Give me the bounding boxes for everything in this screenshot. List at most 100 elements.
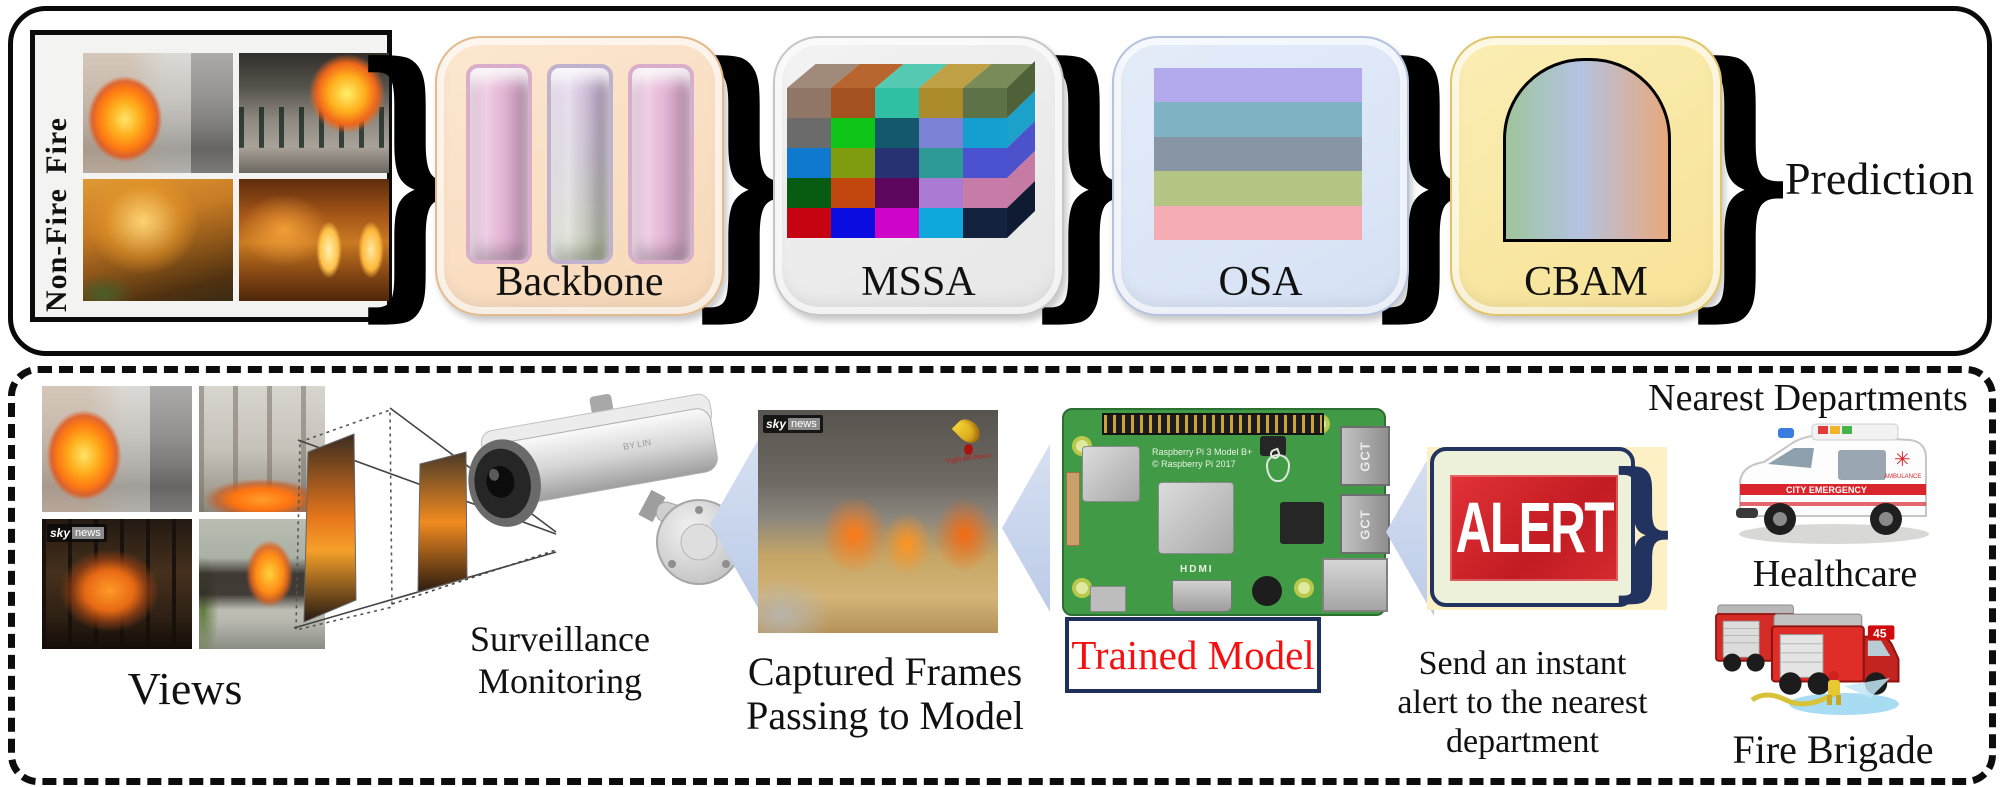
roof-light-green — [1842, 426, 1852, 434]
roof-light-yellow — [1830, 426, 1840, 434]
captured-frames-label-line2: Passing to Model — [746, 693, 1024, 738]
color-cell — [787, 88, 831, 118]
color-cell — [875, 118, 919, 148]
non-fire-row-label: Non-Fire — [37, 185, 77, 315]
frustum-dotted-plane — [295, 408, 393, 632]
pi-micro-usb-port — [1090, 586, 1126, 612]
color-cell — [1154, 102, 1362, 137]
ambulance-stripe-text: CITY EMERGENCY — [1786, 485, 1867, 495]
cbam-attention-dome — [1503, 58, 1671, 242]
ambulance-medical-cross: ✳ — [1894, 449, 1911, 471]
color-cell — [963, 148, 1007, 178]
surveillance-label-line2: Monitoring — [477, 661, 642, 701]
pi-ethernet-port — [1322, 558, 1388, 612]
truck-number: 45 — [1873, 627, 1887, 641]
pi-camera-ribbon-connector — [1066, 472, 1080, 546]
truck-shutter-door — [1779, 634, 1824, 678]
color-cell — [831, 118, 875, 148]
mssa-mosaic-right — [1007, 60, 1035, 238]
non-fire-row-label-text: Non-Fire — [40, 187, 73, 313]
fire-brigade-label: Fire Brigade — [1732, 727, 1934, 772]
alert-caption-line2: alert to the nearest — [1397, 684, 1648, 721]
emblem-flame-icon — [951, 414, 985, 448]
ambulance-bumper — [1736, 508, 1758, 518]
mssa-feature-mosaic — [787, 60, 1053, 248]
pi-hdmi-silkscreen: HDMI — [1180, 564, 1214, 575]
color-cell — [875, 148, 919, 178]
color-cell — [919, 208, 963, 238]
color-cell — [1154, 68, 1362, 103]
raspberry-pi-board: GCT GCT HDMI Raspberry Pi 3 Model B+ © R… — [1062, 408, 1390, 616]
color-cell — [1154, 136, 1362, 172]
color-cell — [787, 178, 831, 208]
pi-mount-hole — [1294, 578, 1314, 598]
color-cell — [831, 88, 875, 118]
fire-brigade-graphic: 45 45 — [1715, 604, 1900, 715]
firefighter-body — [1828, 680, 1840, 696]
fire-sample-balcony-image — [239, 53, 389, 173]
pi-gpio-header — [1102, 413, 1324, 435]
mssa-mosaic-front — [787, 88, 1007, 238]
mount-screw — [722, 560, 730, 568]
usb-port-label: GCT — [1357, 440, 1373, 472]
alert-sign: ALERT — [1430, 447, 1635, 607]
pi-silkscreen-line2: © Raspberry Pi 2017 — [1152, 459, 1236, 469]
trained-model-box: Trained Model — [1065, 617, 1321, 693]
view-street-fire-image — [42, 386, 192, 512]
view-forest-smoke-image — [199, 386, 325, 512]
ambulance-side-window — [1838, 450, 1886, 480]
surveillance-label-line1: Surveillance — [470, 619, 650, 659]
osa-stripes — [1154, 68, 1362, 241]
color-cell — [787, 148, 831, 178]
osa-label: OSA — [1218, 259, 1303, 305]
view-fire-test-image — [199, 519, 325, 649]
pi-hdmi-port — [1172, 580, 1232, 612]
captured-frames-label-line1: Captured Frames — [747, 649, 1023, 694]
firefighter-helmet — [1829, 671, 1839, 681]
backbone-label: Backbone — [495, 259, 664, 305]
alert-brace: } — [1609, 440, 1677, 616]
cbam-label: CBAM — [1524, 259, 1648, 305]
sky-news-logo-news: news — [72, 527, 104, 539]
vigili-del-fuoco-emblem: Vigili del Fuoco — [945, 414, 991, 478]
fire-truck-front: 45 — [1770, 613, 1900, 695]
brace-backbone-to-mssa: } — [685, 3, 803, 346]
wheel-hub — [1879, 512, 1893, 526]
ambulance-red-stripe — [1740, 484, 1926, 495]
truck-wheel — [1779, 672, 1802, 695]
sky-news-logo-sky: sky — [766, 417, 787, 431]
firefighter-leg — [1836, 695, 1841, 705]
truck-wheel — [1807, 672, 1831, 695]
fire-sample-street-image — [83, 53, 233, 173]
raspberry-logo-icon — [1266, 454, 1290, 482]
surveillance-monitoring-label: Surveillance Monitoring — [450, 618, 670, 702]
truck-shutter-door — [1722, 620, 1760, 658]
frustum-line — [391, 549, 557, 605]
water-puddle — [1789, 693, 1899, 715]
projected-frame-thumbnail-1 — [303, 433, 357, 623]
truck-wheel — [1746, 653, 1765, 672]
prediction-label: Prediction — [1784, 153, 1975, 204]
ambulance-word: AMBULANCE — [1884, 474, 1921, 480]
color-cell — [919, 148, 963, 178]
alert-caption-line3: department — [1446, 723, 1599, 760]
roof-light-red — [1818, 426, 1828, 434]
truck-number-plate — [1867, 625, 1895, 640]
fire-hose — [1750, 691, 1836, 707]
color-cell — [919, 88, 963, 118]
mount-screw — [668, 560, 676, 568]
water-spray — [1844, 678, 1890, 698]
views-label: Views — [127, 663, 243, 714]
truck-cab-window — [1867, 640, 1891, 656]
color-cell — [831, 148, 875, 178]
camera-top-knob — [589, 393, 614, 415]
backbone-pillars — [465, 64, 694, 264]
color-cell — [919, 118, 963, 148]
pi-audio-jack — [1252, 576, 1282, 606]
pi-wifi-shield-chip — [1082, 446, 1140, 502]
brace-dataset-to-backbone: } — [351, 3, 469, 346]
view-frustum-graphic — [293, 407, 557, 632]
projected-frame-thumbnail-2 — [417, 451, 468, 593]
nearest-departments-label: Nearest Departments — [1648, 377, 1968, 419]
